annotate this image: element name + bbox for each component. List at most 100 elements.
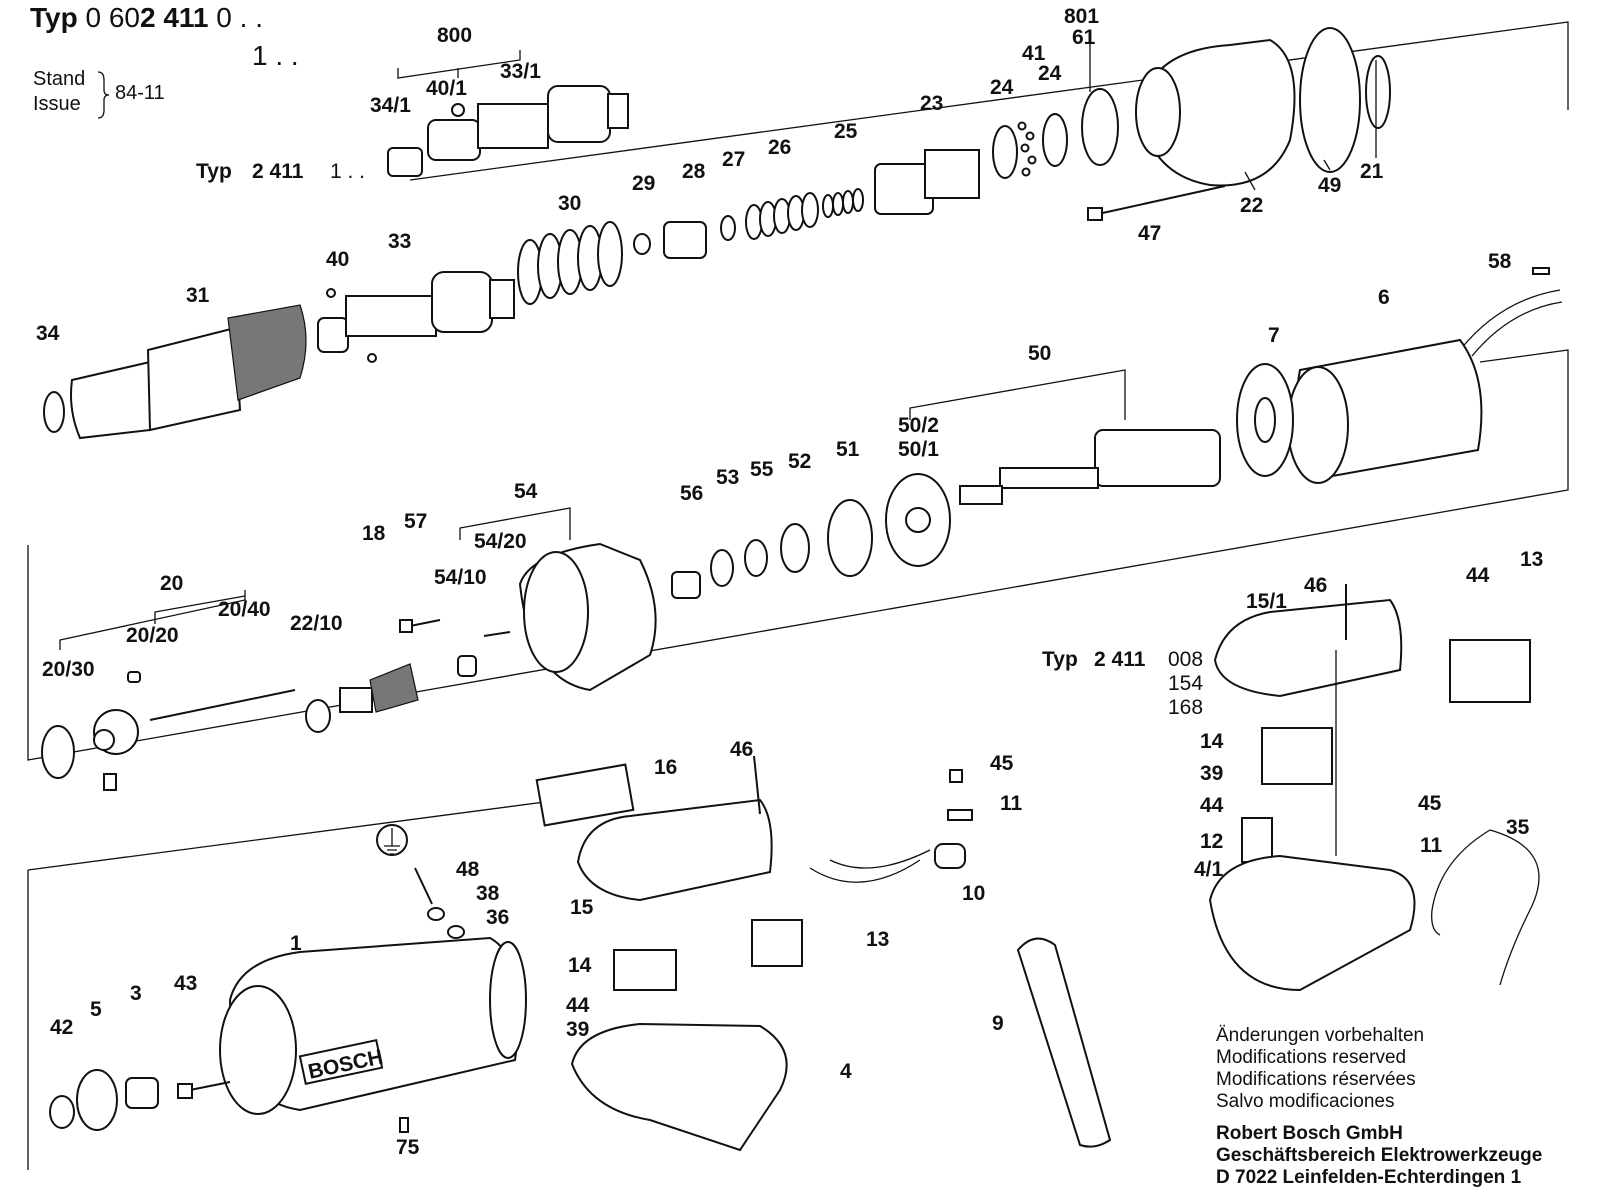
part-7-hole — [1254, 397, 1276, 443]
part-52-bearing — [780, 523, 810, 573]
part-label-5: 5 — [90, 998, 102, 1021]
part-6-field-face — [1287, 366, 1349, 484]
part-20-30-sleeve — [41, 725, 75, 779]
part-23-tube — [924, 149, 980, 199]
type-variant-b: 1 . . — [252, 40, 299, 71]
subtype-upper-number: 2 411 — [252, 160, 304, 183]
part-31-knurl — [227, 304, 307, 401]
part-47-screw — [1097, 185, 1226, 215]
part-label-48: 48 — [456, 858, 480, 881]
part-label-46-right: 46 — [1304, 574, 1327, 597]
part-38-washer — [427, 907, 445, 921]
part-label-46-mid: 46 — [730, 738, 753, 761]
part-label-15-1: 15/1 — [1246, 590, 1287, 613]
part-label-27: 27 — [722, 148, 745, 171]
part-label-53: 53 — [716, 466, 739, 489]
part-13-terminal — [751, 919, 803, 967]
part-label-801: 801 — [1064, 5, 1099, 28]
note-line-de: Änderungen vorbehalten — [1216, 1025, 1425, 1046]
spindle-assembly-800 — [387, 50, 629, 177]
issue-label: Issue — [33, 93, 81, 115]
part-75-screw — [399, 1117, 409, 1133]
part-label-36: 36 — [486, 906, 509, 929]
part-label-34: 34 — [36, 322, 60, 345]
part-label-38: 38 — [476, 882, 500, 905]
subtype-upper-suffix: 1 . . — [330, 160, 365, 183]
part-number-labels: 800 801 61 41 24 24 23 34/1 40/1 33/1 21… — [36, 5, 1543, 1159]
part-40-ball — [326, 288, 336, 298]
part-9-cable-guard — [1016, 937, 1112, 1148]
row2-parts — [43, 188, 1563, 440]
part-label-40-1: 40/1 — [426, 77, 467, 100]
part-14-switch — [613, 949, 677, 991]
part-label-39-right: 39 — [1200, 762, 1223, 785]
part-18-pinion-shaft — [339, 687, 373, 713]
part-33-1-end — [607, 93, 629, 129]
part-label-20: 20 — [160, 572, 183, 595]
part-label-49: 49 — [1318, 174, 1341, 197]
part-50-armature-core — [1094, 429, 1221, 487]
part-22-gear-housing — [1138, 38, 1296, 187]
part-label-41: 41 — [1022, 42, 1046, 65]
part-label-54-20: 54/20 — [474, 530, 527, 553]
part-55-washer — [744, 539, 768, 577]
part-label-11-mid: 11 — [1000, 792, 1023, 815]
part-label-35: 35 — [1506, 816, 1530, 839]
part-label-800: 800 — [437, 24, 472, 47]
part-49-o-ring — [1299, 27, 1361, 173]
subtype-captions: Typ 2 411 1 . . Typ 2 411 008 154 168 — [196, 160, 1203, 719]
part-label-23: 23 — [920, 92, 943, 115]
part-label-10: 10 — [962, 882, 985, 905]
part-label-28: 28 — [682, 160, 706, 183]
section-frames — [27, 21, 1569, 1170]
part-54-10-bushing — [457, 655, 477, 677]
part-53-bearing — [710, 549, 734, 587]
subtype-right-label: Typ — [1042, 648, 1078, 671]
part-15-1-handle-cover — [1213, 598, 1403, 698]
part-label-20-30: 20/30 — [42, 658, 95, 681]
part-36-washer — [447, 925, 465, 939]
part-label-18: 18 — [362, 522, 386, 545]
part-20-20-pin — [127, 671, 141, 683]
note-line-en: Modifications reserved — [1216, 1047, 1407, 1068]
part-label-75: 75 — [396, 1136, 420, 1159]
part-label-11-right: 11 — [1420, 834, 1443, 857]
part-label-44-right: 44 — [1200, 794, 1224, 817]
part-24-washer-a — [992, 125, 1018, 179]
part-50-shaft — [959, 485, 1003, 505]
part-58-pin — [1532, 267, 1550, 275]
part-43-screw-head — [177, 1083, 193, 1099]
part-30-spring — [517, 221, 623, 305]
part-label-24b: 24 — [1038, 62, 1062, 85]
part-label-22-10: 22/10 — [290, 612, 343, 635]
part-47-screw-head — [1087, 207, 1103, 221]
part-label-30: 30 — [558, 192, 581, 215]
part-20-gear-hub — [93, 729, 115, 751]
type-number-prefix: 0 60 — [85, 2, 140, 33]
part-5-bearing-seat — [76, 1069, 118, 1131]
part-28-sleeve — [663, 221, 707, 259]
part-54-housing-mouth — [523, 551, 589, 673]
part-label-16: 16 — [654, 756, 677, 779]
part-33-1-collar — [547, 85, 611, 143]
part-46-screw — [753, 755, 761, 815]
type-heading: Typ 0 602 411 0 . . — [30, 2, 263, 34]
part-label-31: 31 — [186, 284, 210, 307]
part-33-1-shaft-front — [427, 119, 481, 161]
part-label-34-1: 34/1 — [370, 94, 411, 117]
part-34-1-sleeve — [387, 147, 423, 177]
part-label-33: 33 — [388, 230, 411, 253]
part-1-housing-mouth — [219, 985, 297, 1115]
part-57-screw — [409, 619, 441, 627]
part-label-44-top: 44 — [1466, 564, 1490, 587]
part-10-cable — [809, 849, 931, 883]
part-34-ring — [43, 391, 65, 433]
subtype-right-number: 2 411 — [1094, 648, 1146, 671]
part-10-sleeve — [934, 843, 966, 869]
part-22-housing-mouth — [1135, 67, 1181, 157]
part-12-block — [1241, 817, 1273, 863]
part-16-nameplate — [535, 763, 635, 827]
part-label-20-40: 20/40 — [218, 598, 271, 621]
part-43-screw — [189, 1081, 231, 1091]
